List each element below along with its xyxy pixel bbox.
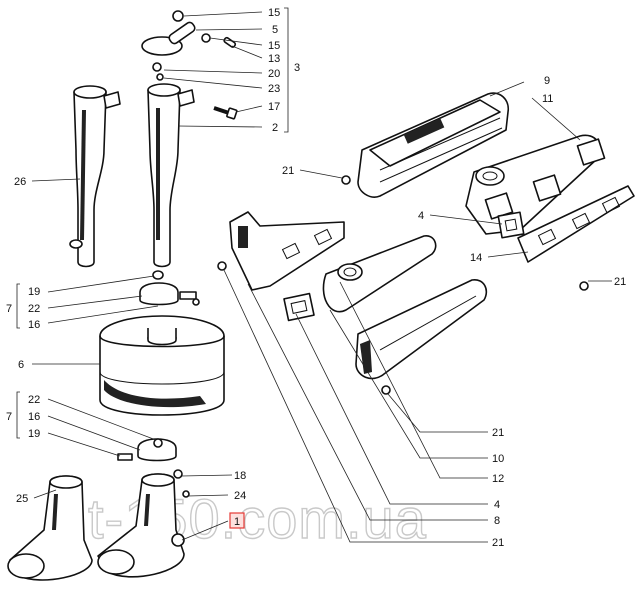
callout-4: 4 — [418, 210, 424, 222]
exhaust-manifold-lower — [355, 279, 488, 380]
callout-17: 17 — [268, 101, 280, 113]
leader-lines — [31, 11, 612, 543]
callout-21: 21 — [492, 427, 504, 439]
callout-23: 23 — [268, 83, 280, 95]
nut — [579, 281, 589, 291]
callout-8: 8 — [494, 515, 500, 527]
callout-4: 4 — [494, 499, 500, 511]
bolt — [213, 106, 238, 120]
intake-pipe-right — [147, 83, 195, 268]
nut — [381, 385, 391, 395]
intake-pipe-left — [69, 85, 121, 268]
manifold-gasket-lower — [283, 292, 315, 322]
callout-7: 7 — [6, 303, 12, 315]
manifold-gasket-upper — [497, 211, 525, 239]
intake-pipe-bridge — [322, 235, 437, 313]
callout-19: 19 — [28, 286, 40, 298]
nut — [341, 175, 351, 185]
callout-10: 10 — [492, 453, 504, 465]
callout-18: 18 — [234, 470, 246, 482]
callout-1-highlight — [229, 512, 245, 529]
nut — [217, 261, 227, 271]
callout-16: 16 — [28, 319, 40, 331]
callout-16: 16 — [28, 411, 40, 423]
callout-14: 14 — [470, 252, 482, 264]
callout-26: 26 — [14, 176, 26, 188]
callout-22: 22 — [28, 303, 40, 315]
callout-labels: 15 5 15 13 20 3 23 17 2 26 9 11 21 4 14 … — [6, 7, 626, 549]
hose-clamp-upper — [139, 270, 200, 306]
air-cleaner-housing — [99, 315, 225, 416]
callout-15: 15 — [268, 40, 280, 52]
callout-11: 11 — [542, 93, 553, 105]
callout-brackets — [16, 7, 289, 439]
callout-6: 6 — [18, 359, 24, 371]
manifold-gasket-strip — [517, 185, 635, 263]
elbow-pipe-left — [7, 475, 93, 581]
heat-shield-lower — [229, 211, 345, 291]
callout-2: 2 — [272, 122, 278, 134]
callout-20: 20 — [268, 68, 280, 80]
callout-21: 21 — [282, 165, 294, 177]
elbow-pipe-right — [97, 473, 190, 578]
callout-7: 7 — [6, 411, 12, 423]
callout-21: 21 — [614, 276, 626, 288]
callout-13: 13 — [268, 53, 280, 65]
callout-9: 9 — [544, 75, 550, 87]
callout-25: 25 — [16, 493, 28, 505]
callout-12: 12 — [492, 473, 504, 485]
callout-5: 5 — [272, 24, 278, 36]
callout-19: 19 — [28, 428, 40, 440]
callout-1: 1 — [234, 516, 240, 528]
hose-clamp-lower — [117, 438, 183, 479]
precleaner-cap — [141, 10, 237, 81]
callout-21: 21 — [492, 537, 504, 549]
callout-3: 3 — [294, 62, 300, 74]
callout-22: 22 — [28, 394, 40, 406]
callout-24: 24 — [234, 490, 246, 502]
callout-15: 15 — [268, 7, 280, 19]
